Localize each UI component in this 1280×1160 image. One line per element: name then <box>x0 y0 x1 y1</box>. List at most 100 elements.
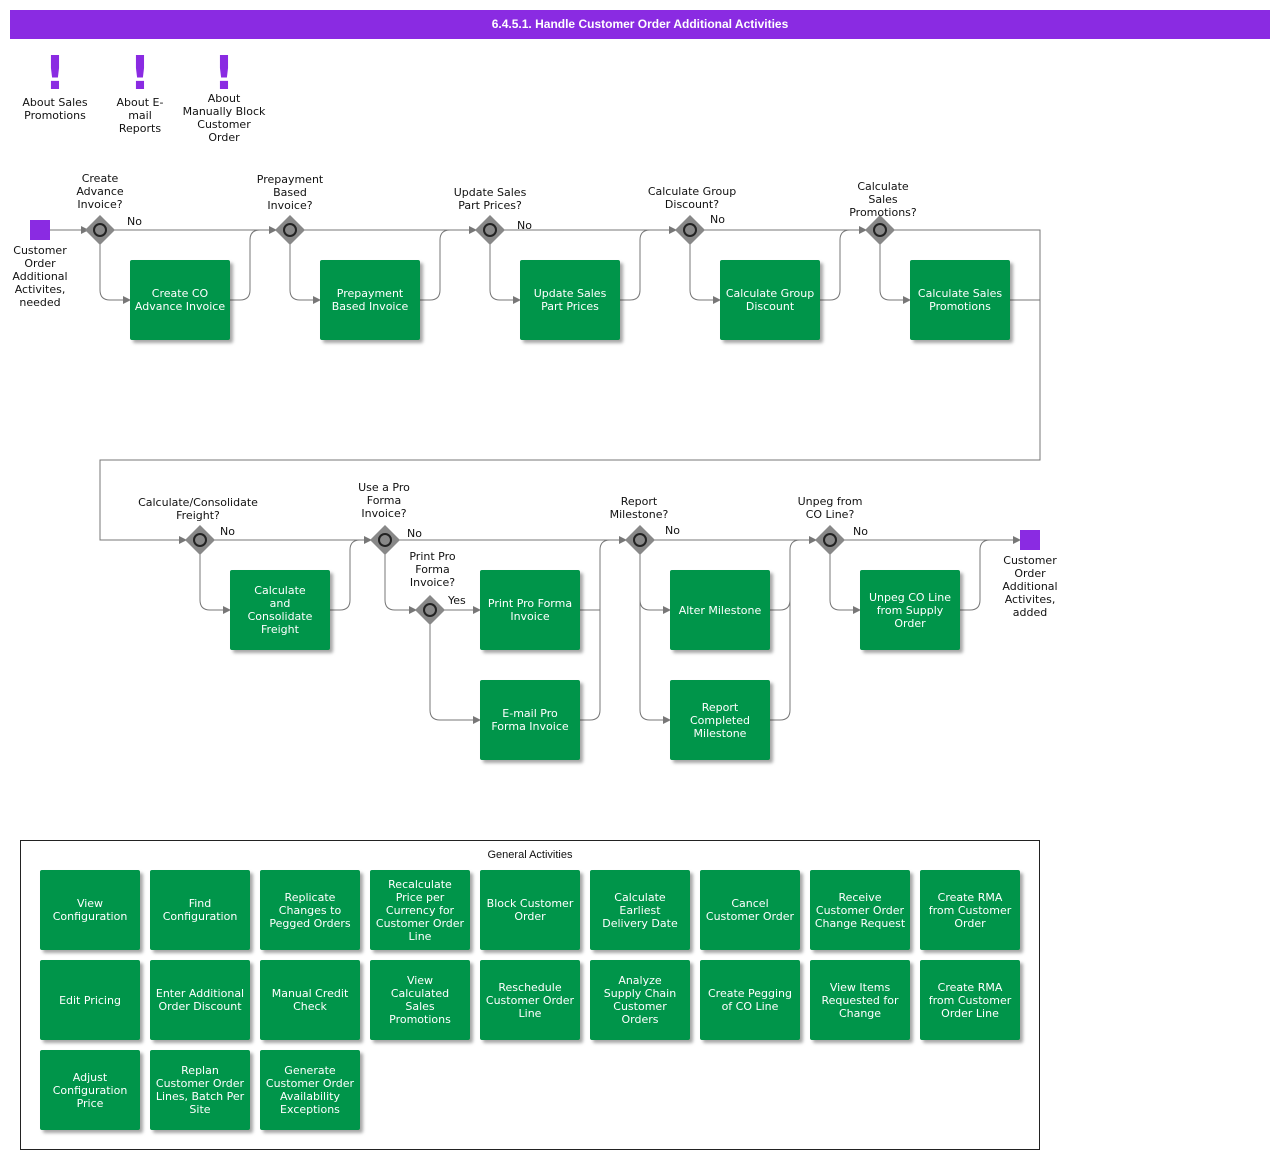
sequence-flow <box>99 240 131 304</box>
gateway-use-pro-forma-invoice[interactable] <box>370 525 400 555</box>
text-line: Unpeg CO Line <box>868 590 951 604</box>
flow-label-no: No <box>853 525 868 538</box>
text-line: Adjust <box>72 1070 108 1084</box>
text-line: Freight? <box>176 509 220 522</box>
text-line: Create <box>81 172 119 185</box>
text-line: Customer Order <box>485 993 575 1007</box>
gateway-update-sales-part-prices[interactable] <box>475 215 505 245</box>
text-line: Order Discount <box>158 1000 242 1013</box>
text-line: Use a Pro <box>358 481 410 494</box>
sequence-flow <box>289 240 321 304</box>
text-line: from Customer <box>928 903 1012 917</box>
sequence-flow <box>820 229 851 301</box>
text-line: Forma <box>415 563 450 576</box>
text-line: Order <box>894 616 926 630</box>
text-line: Generate <box>284 1064 336 1077</box>
text-line: About <box>207 92 241 105</box>
text-line: Receive <box>838 890 882 904</box>
gateway-calculate-sales-promotions[interactable] <box>865 215 895 245</box>
gateway-print-pro-forma-invoice[interactable] <box>415 595 445 625</box>
text-line: Customer Order <box>705 910 795 923</box>
text-line: Calculated <box>390 987 450 1000</box>
text-line: Change Request <box>814 916 906 930</box>
text-line: Promotions <box>389 1013 451 1026</box>
gateway-report-milestone[interactable] <box>625 525 655 555</box>
text-line: Invoice? <box>409 576 456 589</box>
inclusive-gateway-icon <box>378 533 392 547</box>
gateway-calculate-consolidate-freight[interactable] <box>185 525 215 555</box>
gateway-diamond <box>625 525 655 555</box>
general-activity-edit-pricing[interactable]: Edit Pricing <box>40 960 140 1040</box>
text-line: Invoice? <box>77 198 123 211</box>
task-alter-milestone[interactable]: Alter Milestone <box>670 570 770 650</box>
end-event[interactable] <box>1020 530 1040 550</box>
diagram-title: 6.4.5.1. Handle Customer Order Additiona… <box>10 10 1270 39</box>
text-line: Replan <box>181 1064 219 1077</box>
sequence-flow <box>99 229 1041 544</box>
text-line: Replicate <box>284 890 336 904</box>
text-lines: Edit Pricing <box>59 994 121 1007</box>
text-line: About E- <box>116 96 164 109</box>
gateway-prepayment-based-invoice[interactable] <box>275 215 305 245</box>
sequence-flow <box>230 229 261 301</box>
connectors <box>50 226 1041 724</box>
text-line: Availability <box>280 1090 340 1103</box>
gateway-diamond <box>415 595 445 625</box>
start-event[interactable] <box>30 220 50 240</box>
gateway-calculate-group-discount[interactable] <box>675 215 705 245</box>
gateway-diamond <box>185 525 215 555</box>
gateway-create-advance-invoice[interactable] <box>85 215 115 245</box>
text-line: Configuration <box>52 910 128 923</box>
text-line: Advance <box>76 185 124 198</box>
inclusive-gateway-icon <box>633 533 647 547</box>
text-line: Consolidate <box>247 610 313 623</box>
text-line: Enter Additional <box>155 987 245 1000</box>
gateway-unpeg-from-co-line[interactable] <box>815 525 845 555</box>
text-line: Advance Invoice <box>134 300 226 313</box>
